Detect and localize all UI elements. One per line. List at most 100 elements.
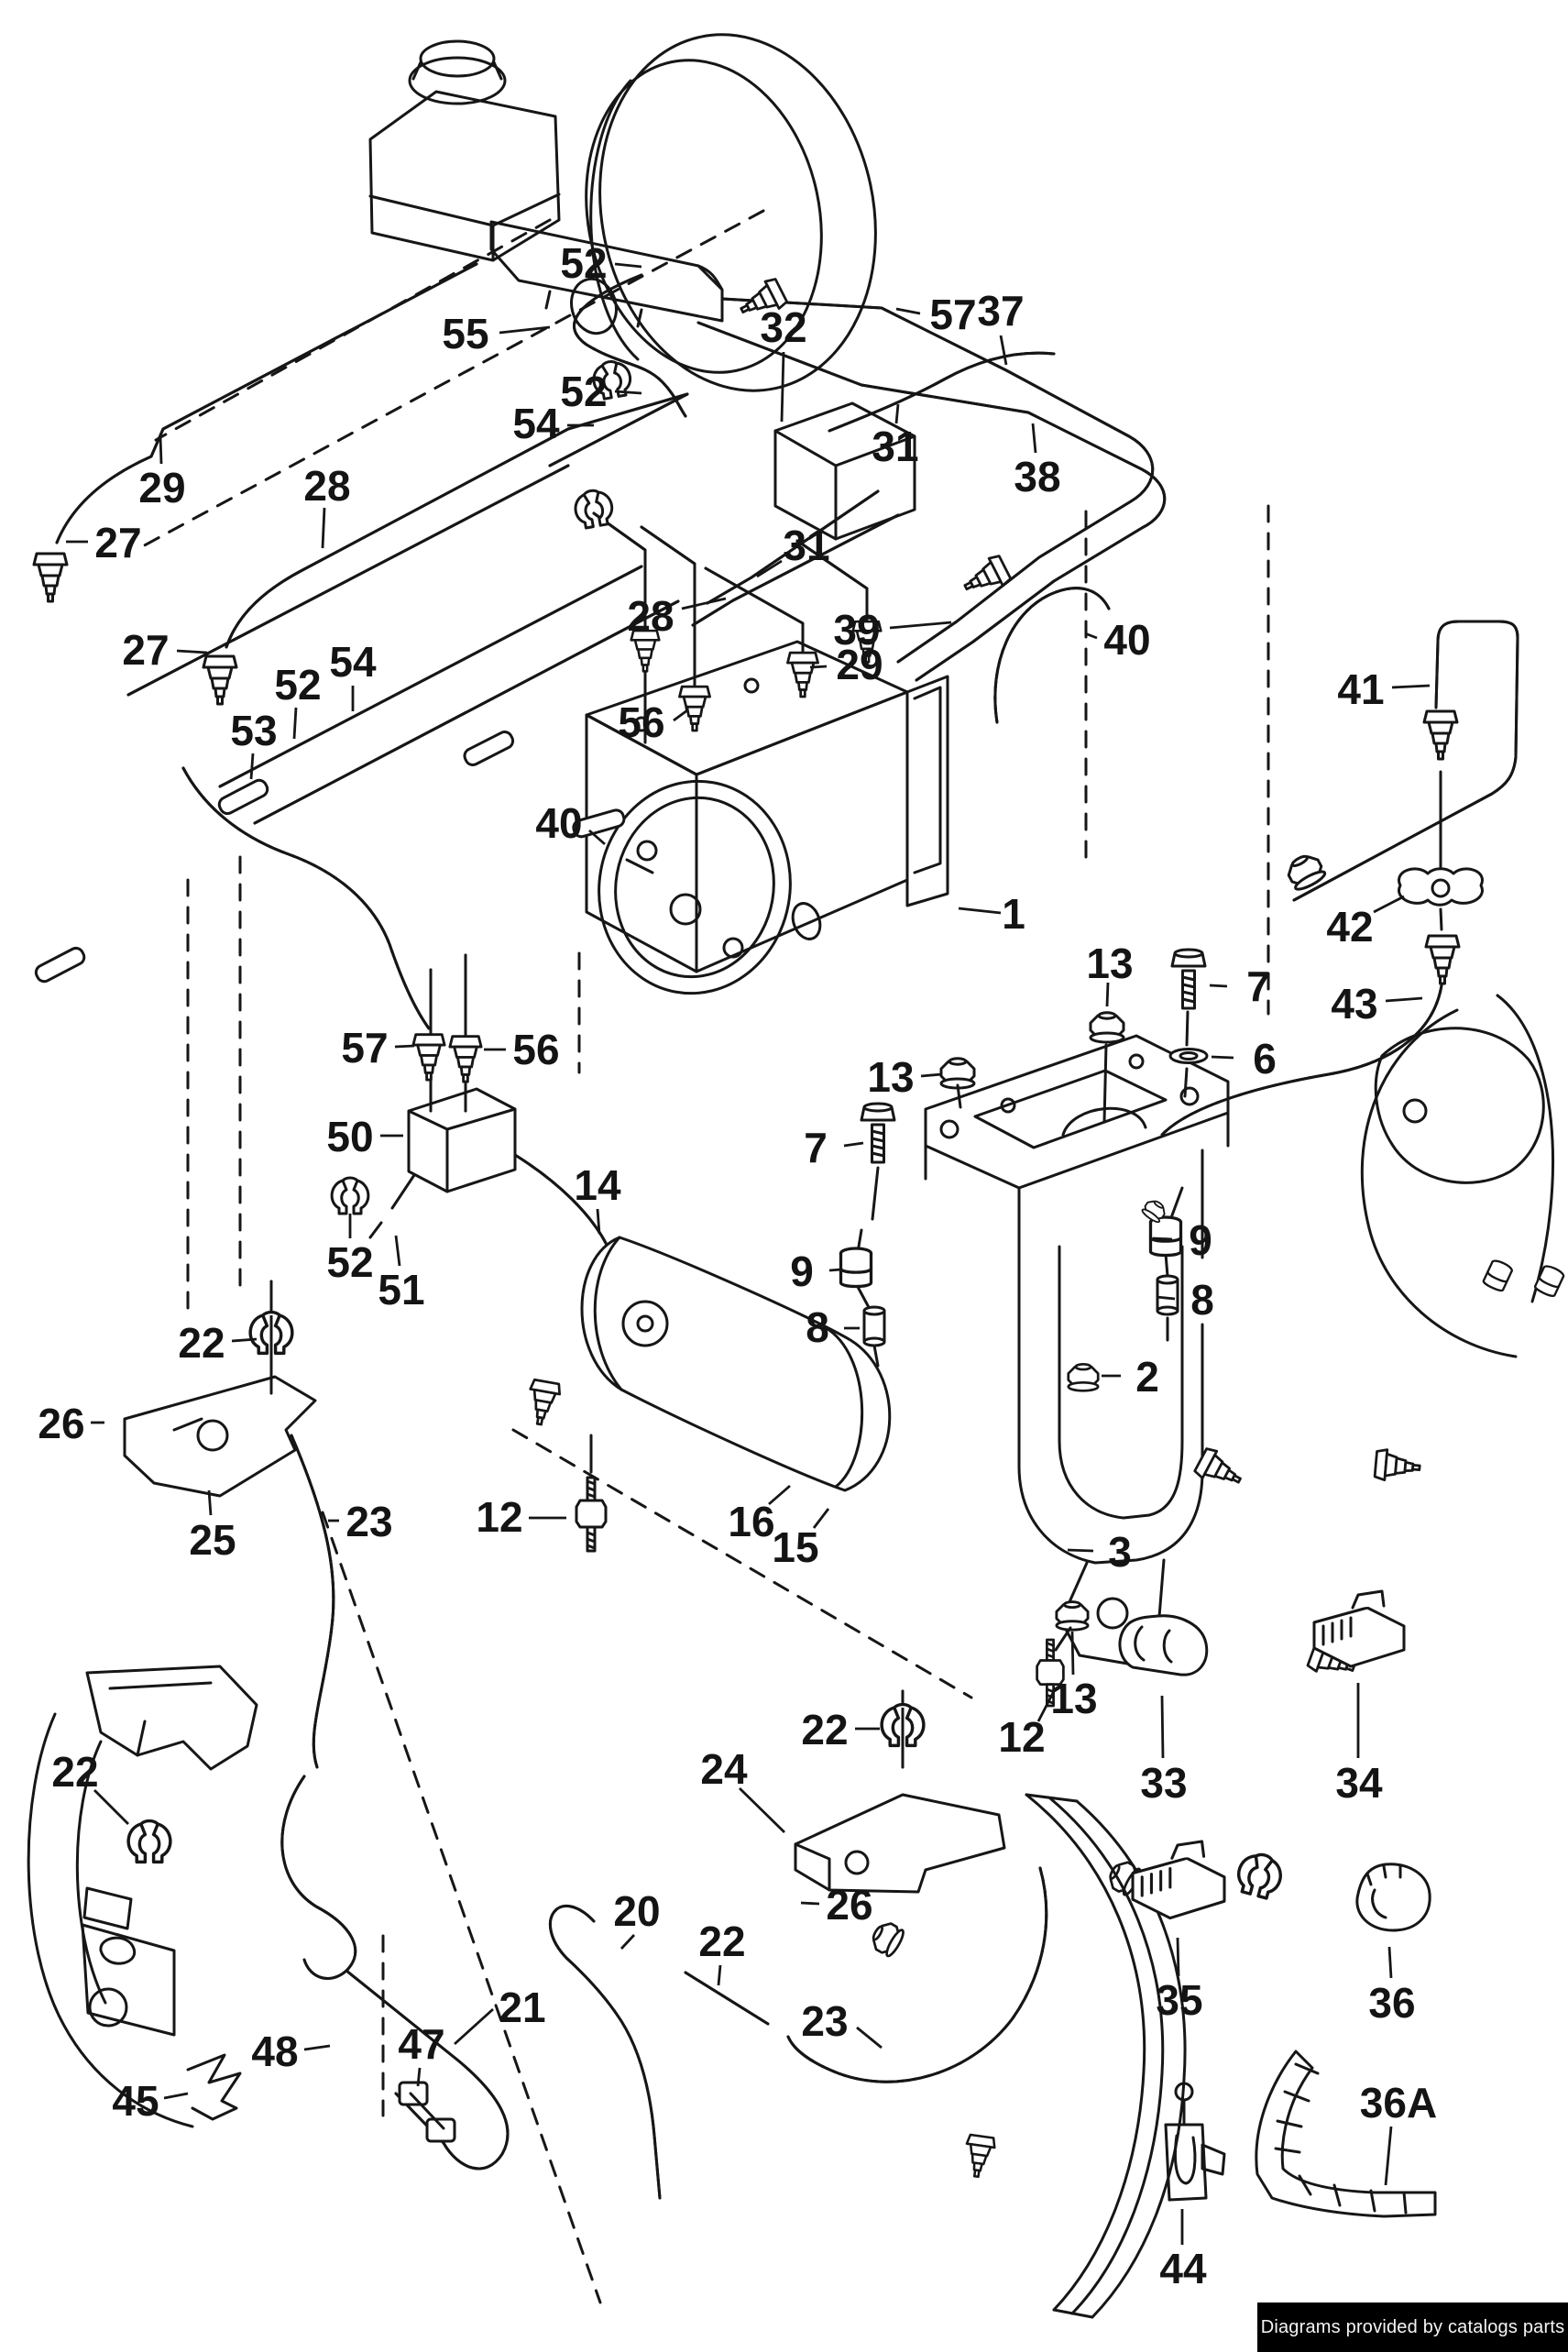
fluid-reservoir	[368, 39, 561, 262]
brake-pipe	[225, 392, 689, 649]
callout-8: 8	[806, 1303, 860, 1351]
part-number-label: 48	[251, 2028, 298, 2075]
leader-line	[894, 403, 900, 424]
brake-pipe	[592, 511, 647, 744]
callout-7: 7	[804, 1124, 864, 1171]
braided-hose-40	[993, 587, 1111, 724]
flange-nut-13	[1055, 1600, 1090, 1632]
part-number-label: 54	[329, 638, 377, 686]
leader-line	[596, 1208, 601, 1235]
part-number-label: 29	[138, 464, 185, 511]
leader-line	[1031, 423, 1037, 454]
leader-line	[681, 597, 727, 610]
callout-28: 28	[303, 462, 351, 549]
part-number-label: 26	[826, 1881, 872, 1929]
leader-line	[588, 829, 606, 846]
part-number-label: 3	[1108, 1528, 1132, 1576]
callout-52: 52	[560, 239, 642, 287]
braided-hose-23	[786, 1866, 1048, 2083]
callout-26: 26	[38, 1400, 104, 1447]
hose-bracket-25	[123, 1375, 317, 1498]
leader-line	[394, 1235, 401, 1267]
hex-bolt-7	[1170, 948, 1207, 1010]
part-number-label: 9	[790, 1247, 814, 1295]
callout-25: 25	[189, 1489, 236, 1564]
leader-line	[1105, 982, 1110, 1007]
leader-line	[843, 1141, 864, 1148]
leader-line	[620, 1934, 636, 1950]
callout-52: 52	[326, 1214, 374, 1286]
hose-clamp-22	[1232, 1848, 1288, 1902]
hose-clamp-22	[126, 1819, 172, 1864]
leader-line	[321, 507, 326, 549]
union-fitting-28	[957, 552, 1014, 602]
leader-line	[812, 1508, 830, 1529]
callout-22: 22	[178, 1319, 258, 1367]
grommet-42	[1397, 867, 1485, 907]
part-number-label: 29	[836, 641, 883, 688]
leader-line	[292, 707, 298, 740]
part-number-label: 22	[801, 1706, 848, 1753]
callout-3: 3	[1067, 1528, 1132, 1576]
callout-54: 54	[329, 638, 377, 711]
callout-31: 31	[756, 522, 830, 578]
part-number-label: 27	[94, 519, 141, 566]
part-number-label: 34	[1335, 1759, 1383, 1807]
leader-line	[1373, 895, 1405, 914]
callout-28: 28	[627, 592, 727, 640]
brake-pipe	[696, 321, 1167, 682]
flange-nut-13	[939, 1057, 976, 1090]
pump-motor	[598, 779, 792, 995]
part-number-label: 55	[442, 310, 488, 357]
callout-40: 40	[1084, 616, 1151, 664]
abs-ecu	[905, 675, 949, 907]
part-number-label: 27	[122, 626, 169, 674]
union-fitting-56	[678, 685, 711, 732]
brake-pipe	[691, 513, 900, 627]
leader-line	[1176, 1937, 1180, 1977]
leader-line	[416, 2067, 422, 2087]
leader-line	[1084, 632, 1098, 640]
leader-line	[394, 1044, 415, 1049]
pipe-clamp-52	[330, 1176, 370, 1215]
part-number-label: 7	[804, 1124, 828, 1171]
leader-line	[780, 351, 785, 423]
part-number-label: 31	[872, 423, 918, 470]
part-number-label: 13	[1086, 940, 1133, 987]
rubber-bushing-9	[839, 1247, 873, 1289]
spacer-sleeve-8	[1156, 1274, 1179, 1316]
flange-nut-13	[1089, 1011, 1125, 1044]
part-number-label: 8	[1190, 1276, 1214, 1324]
leader-line	[499, 325, 551, 335]
leader-line	[1391, 684, 1431, 689]
callout-27: 27	[122, 626, 208, 674]
pipe-clip-33	[1118, 1614, 1209, 1676]
brake-pipe	[253, 599, 680, 825]
part-number-label: 23	[345, 1498, 392, 1545]
pipe-clip-36	[1355, 1863, 1431, 1932]
callout-16: 16	[728, 1484, 791, 1545]
leader-line	[1385, 996, 1423, 1003]
callout-13: 13	[867, 1053, 943, 1101]
leader-line	[756, 559, 783, 578]
callout-35: 35	[1156, 1937, 1203, 2024]
part-number-label: 9	[1189, 1216, 1212, 1264]
leader-line	[93, 1789, 129, 1825]
leader-line	[828, 1268, 842, 1272]
leader-line	[303, 2044, 331, 2051]
leader-line	[673, 709, 688, 722]
leader-line	[249, 753, 255, 780]
brake-pipe	[280, 1775, 357, 1980]
part-number-label: 52	[560, 368, 607, 415]
damper-bushing-15	[1532, 1262, 1566, 1299]
leader-line	[163, 2092, 189, 2100]
part-number-label: 47	[398, 2020, 444, 2068]
callout-21: 21	[454, 1984, 546, 2046]
part-number-label: 56	[618, 698, 664, 746]
part-number-label: 12	[476, 1493, 522, 1541]
pressure-accumulator	[580, 1236, 892, 1492]
callout-2: 2	[1102, 1353, 1159, 1401]
leader-line	[1067, 1548, 1094, 1553]
part-number-label: 20	[613, 1887, 660, 1935]
leader-line	[1211, 1055, 1234, 1060]
